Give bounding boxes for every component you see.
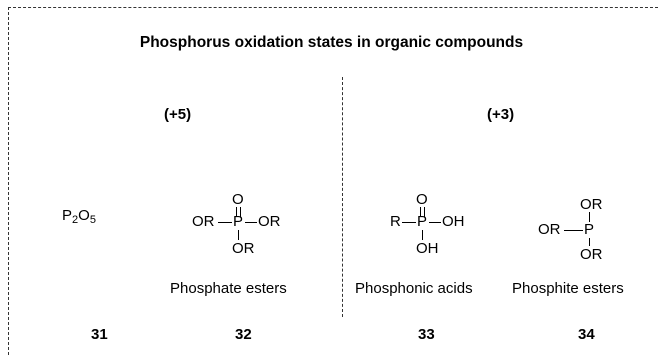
bond-bottom — [589, 238, 591, 246]
compound-number-33: 33 — [418, 326, 435, 343]
atom-or-bottom: OR — [580, 246, 603, 263]
atom-phosphorus: P — [417, 213, 428, 230]
subscript-p: 2 — [72, 214, 79, 226]
atom-phosphorus: P — [584, 221, 595, 238]
atom-oxygen-top: O — [232, 191, 244, 208]
oxidation-state-divider — [342, 77, 343, 317]
atom-or-right: OR — [258, 213, 281, 230]
oxidation-state-plus5-label: (+5) — [164, 106, 192, 123]
bond-double-2 — [424, 207, 426, 217]
compound-number-31: 31 — [91, 326, 108, 343]
atom-oh-bottom: OH — [416, 240, 439, 257]
atom-or-top: OR — [580, 196, 603, 213]
atom-p: P — [62, 207, 73, 224]
bond-top — [589, 212, 591, 222]
bond-double-2 — [240, 207, 242, 217]
bond-double-1 — [420, 207, 422, 217]
bond-right — [245, 222, 257, 224]
atom-or-left: OR — [192, 213, 215, 230]
bond-left — [218, 222, 232, 224]
atom-o: O — [78, 207, 90, 224]
oxidation-state-plus3-label: (+3) — [487, 106, 515, 123]
bond-bottom — [422, 230, 424, 240]
atom-or-left: OR — [538, 221, 561, 238]
caption-phosphate-esters: Phosphate esters — [170, 280, 287, 297]
frame-left-border — [8, 7, 9, 355]
compound-number-32: 32 — [235, 326, 252, 343]
atom-oh-right: OH — [442, 213, 465, 230]
bond-left — [564, 230, 583, 232]
atom-phosphorus: P — [233, 213, 244, 230]
caption-phosphite-esters: Phosphite esters — [512, 280, 624, 297]
figure-title: Phosphorus oxidation states in organic c… — [139, 34, 524, 51]
caption-phosphonic-acids: Phosphonic acids — [355, 280, 473, 297]
frame-top-border — [8, 7, 658, 8]
atom-or-bottom: OR — [232, 240, 255, 257]
bond-right — [429, 222, 441, 224]
bond-bottom — [238, 230, 240, 240]
bond-double-1 — [236, 207, 238, 217]
compound-number-34: 34 — [578, 326, 595, 343]
atom-r: R — [390, 213, 401, 230]
structure-p2o5: P2O5 — [62, 208, 96, 226]
atom-oxygen-top: O — [416, 191, 428, 208]
bond-left — [402, 222, 416, 224]
subscript-o: 5 — [89, 214, 96, 226]
